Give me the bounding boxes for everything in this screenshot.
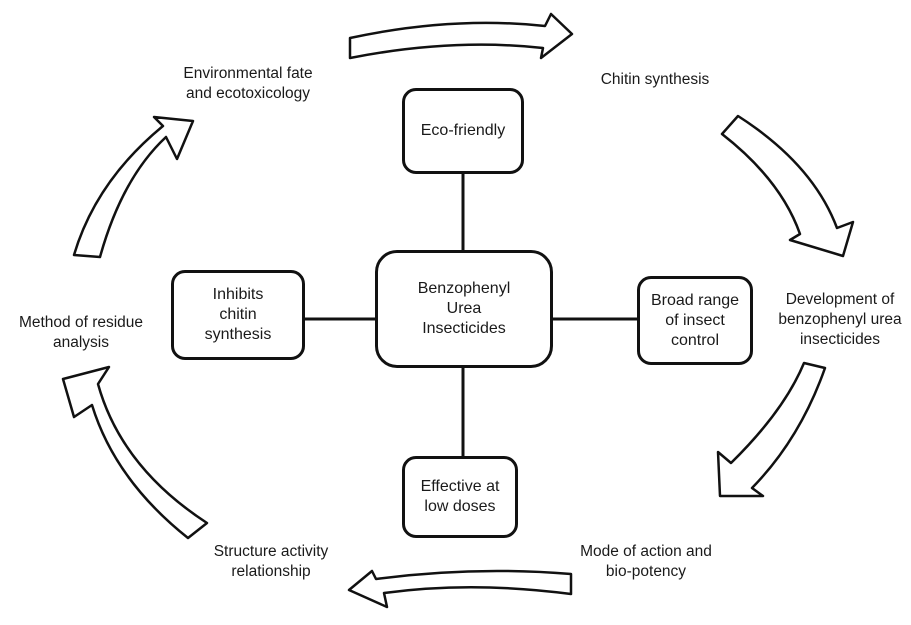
cycle-arrow-upper-right (720, 114, 855, 258)
node-inhibits-chitin-synthesis: Inhibits chitin synthesis (171, 270, 305, 360)
label-development: Development of benzophenyl urea insectic… (778, 291, 902, 348)
label-residue-analysis: Method of residue analysis (18, 314, 144, 351)
node-broad-range-insect-control: Broad range of insect control (637, 276, 753, 365)
label-structure-activity: Structure activity relationship (213, 543, 329, 580)
cycle-arrow-lower-right (716, 361, 827, 498)
cycle-arrow-upper-left (72, 115, 195, 259)
label-mode-of-action: Mode of action and bio-potency (580, 543, 712, 580)
cycle-arrow-bottom (347, 569, 573, 609)
node-effective-low-doses: Effective at low doses (402, 456, 518, 538)
cycle-arrow-top (348, 12, 574, 60)
center-node: Benzophenyl Urea Insecticides (375, 250, 553, 368)
label-chitin-synthesis: Chitin synthesis (600, 71, 710, 88)
label-environmental-fate: Environmental fate and ecotoxicology (183, 65, 313, 102)
cycle-arrow-lower-left (61, 365, 209, 540)
node-eco-friendly: Eco-friendly (402, 88, 524, 174)
